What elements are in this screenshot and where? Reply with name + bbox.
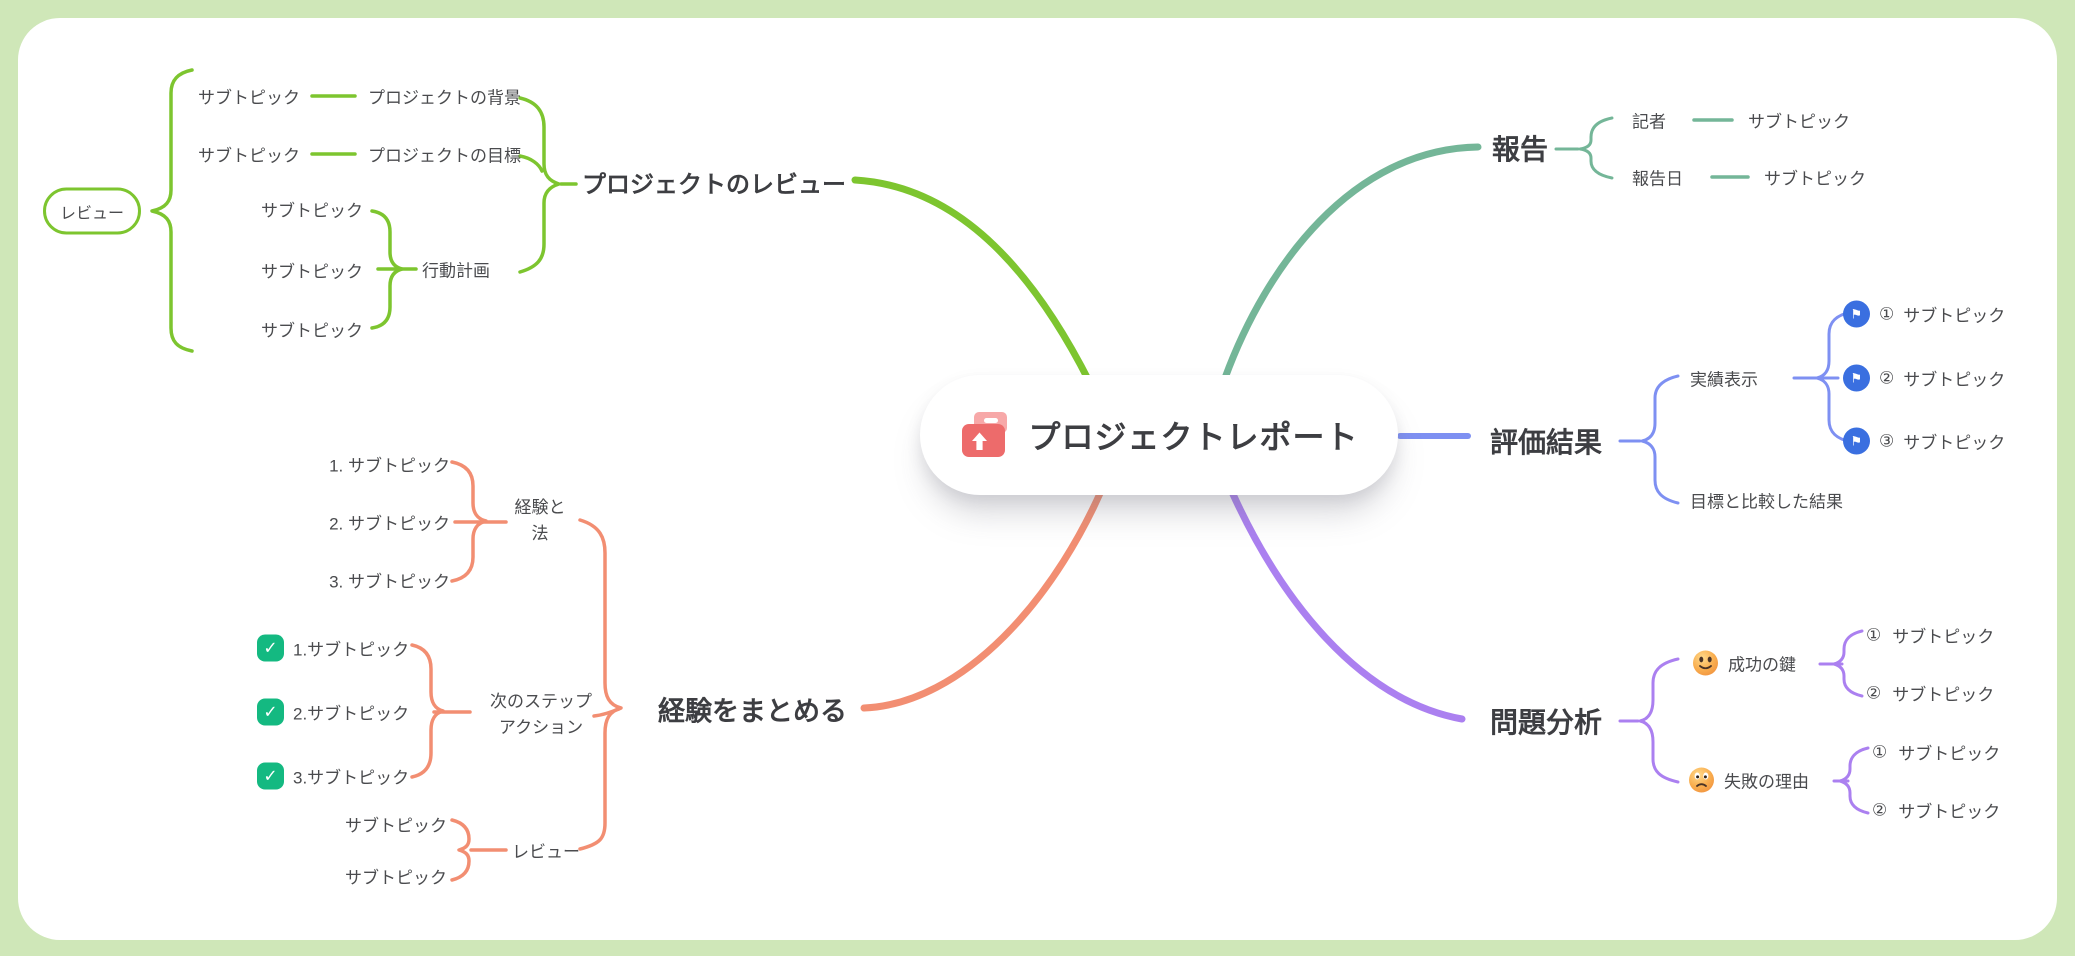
flag-icon[interactable]: ⚑ bbox=[1843, 300, 1870, 328]
circled-number: ① bbox=[1866, 625, 1882, 644]
subtopic-label: サブトピック bbox=[1892, 685, 1995, 705]
topic-line: 法 bbox=[531, 524, 549, 543]
main-topic-problem-analysis[interactable]: 問題分析 bbox=[1490, 707, 1603, 738]
topic-node-next-step-action[interactable]: 次のステップ アクション bbox=[482, 689, 600, 741]
subtopic-node[interactable]: サブトピック bbox=[261, 201, 363, 221]
checked-subtopic-node[interactable]: ✓ 2.サブトピック bbox=[257, 698, 410, 726]
summary-node-label: レビュー bbox=[59, 205, 124, 222]
subtopic-label: サブトピック bbox=[1903, 306, 2006, 326]
subtopic-node[interactable]: サブトピック bbox=[1764, 169, 1866, 189]
topic-node-review[interactable]: レビュー bbox=[512, 842, 580, 862]
topic-node-project-goal[interactable]: プロジェクトの目標 bbox=[368, 146, 521, 166]
subtopic-node[interactable]: サブトピック bbox=[345, 816, 447, 836]
checkbox-checked-icon[interactable]: ✓ bbox=[257, 762, 284, 790]
circled-number: ③ bbox=[1879, 431, 1895, 450]
subtopic-label: 2.サブトピック bbox=[293, 704, 410, 724]
flagged-subtopic-node[interactable]: ⚑ ② サブトピック bbox=[1843, 364, 2006, 392]
flagged-subtopic-node[interactable]: ⚑ ① サブトピック bbox=[1843, 300, 2006, 328]
subtopic-node[interactable]: 2. サブトピック bbox=[329, 514, 450, 534]
topic-node-performance-display[interactable]: 実績表示 bbox=[1690, 370, 1758, 390]
subtopic-node[interactable]: 3. サブトピック bbox=[329, 572, 450, 592]
root-topic-project-report[interactable]: プロジェクトレポート bbox=[920, 375, 1398, 495]
subtopic-node[interactable]: サブトピック bbox=[345, 868, 447, 888]
subtopic-node[interactable]: サブトピック bbox=[1748, 112, 1850, 132]
main-topic-summarize-experience[interactable]: 経験をまとめる bbox=[658, 696, 847, 727]
topic-label: 成功の鍵 bbox=[1728, 655, 1796, 675]
topic-line: 経験と bbox=[514, 498, 566, 517]
worried-face-icon bbox=[1689, 767, 1714, 793]
checkbox-checked-icon[interactable]: ✓ bbox=[257, 634, 284, 662]
main-topic-evaluation-results[interactable]: 評価結果 bbox=[1490, 427, 1603, 458]
root-topic-label: プロジェクトレポート bbox=[1028, 419, 1359, 455]
checked-subtopic-node[interactable]: ✓ 3.サブトピック bbox=[257, 762, 410, 790]
topic-label: 失敗の理由 bbox=[1724, 772, 1809, 792]
subtopic-label: 1.サブトピック bbox=[293, 640, 410, 660]
subtopic-label: サブトピック bbox=[1892, 627, 1995, 647]
subtopic-label: サブトピック bbox=[1898, 744, 2001, 764]
checked-subtopic-node[interactable]: ✓ 1.サブトピック bbox=[257, 634, 410, 662]
numbered-subtopic-node[interactable]: ① サブトピック bbox=[1866, 623, 1994, 648]
circled-number: ② bbox=[1872, 800, 1888, 819]
subtopic-label: 3.サブトピック bbox=[293, 768, 410, 788]
topic-node-report-date[interactable]: 報告日 bbox=[1632, 169, 1683, 189]
circled-number: ① bbox=[1872, 742, 1888, 761]
topic-line: 次のステップ bbox=[490, 692, 592, 711]
circled-number: ② bbox=[1879, 368, 1895, 387]
subtopic-label: サブトピック bbox=[1903, 370, 2006, 390]
topic-node-goal-comparison[interactable]: 目標と比較した結果 bbox=[1690, 492, 1843, 512]
checkbox-checked-icon[interactable]: ✓ bbox=[257, 698, 284, 726]
flag-icon[interactable]: ⚑ bbox=[1843, 427, 1870, 455]
topic-node-key-to-success[interactable]: 成功の鍵 bbox=[1692, 650, 1796, 677]
topic-line: アクション bbox=[498, 718, 584, 737]
flag-icon[interactable]: ⚑ bbox=[1843, 364, 1870, 392]
topic-node-reporter[interactable]: 記者 bbox=[1632, 112, 1666, 132]
topic-node-project-background[interactable]: プロジェクトの背景 bbox=[368, 88, 521, 108]
subtopic-node[interactable]: サブトピック bbox=[261, 321, 363, 341]
main-topic-project-review[interactable]: プロジェクトのレビュー bbox=[582, 171, 846, 199]
subtopic-node[interactable]: サブトピック bbox=[198, 88, 300, 108]
subtopic-node[interactable]: サブトピック bbox=[198, 146, 300, 166]
numbered-subtopic-node[interactable]: ② サブトピック bbox=[1872, 798, 2000, 823]
smiling-face-icon bbox=[1693, 650, 1718, 676]
subtopic-node[interactable]: サブトピック bbox=[261, 262, 363, 282]
topic-node-reason-for-failure[interactable]: 失敗の理由 bbox=[1688, 767, 1809, 794]
subtopic-node[interactable]: 1. サブトピック bbox=[329, 456, 450, 476]
circled-number: ② bbox=[1866, 683, 1882, 702]
circled-number: ① bbox=[1879, 304, 1895, 323]
numbered-subtopic-node[interactable]: ② サブトピック bbox=[1866, 681, 1994, 706]
numbered-subtopic-node[interactable]: ① サブトピック bbox=[1872, 740, 2000, 765]
main-topic-report[interactable]: 報告 bbox=[1492, 134, 1549, 165]
folder-upload-icon bbox=[962, 412, 1008, 457]
subtopic-label: サブトピック bbox=[1898, 802, 2001, 822]
topic-node-experience-method[interactable]: 経験と 法 bbox=[500, 495, 580, 547]
subtopic-label: サブトピック bbox=[1903, 433, 2006, 453]
topic-node-action-plan[interactable]: 行動計画 bbox=[422, 261, 490, 281]
summary-node-review[interactable]: レビュー bbox=[43, 187, 141, 235]
flagged-subtopic-node[interactable]: ⚑ ③ サブトピック bbox=[1843, 427, 2006, 455]
